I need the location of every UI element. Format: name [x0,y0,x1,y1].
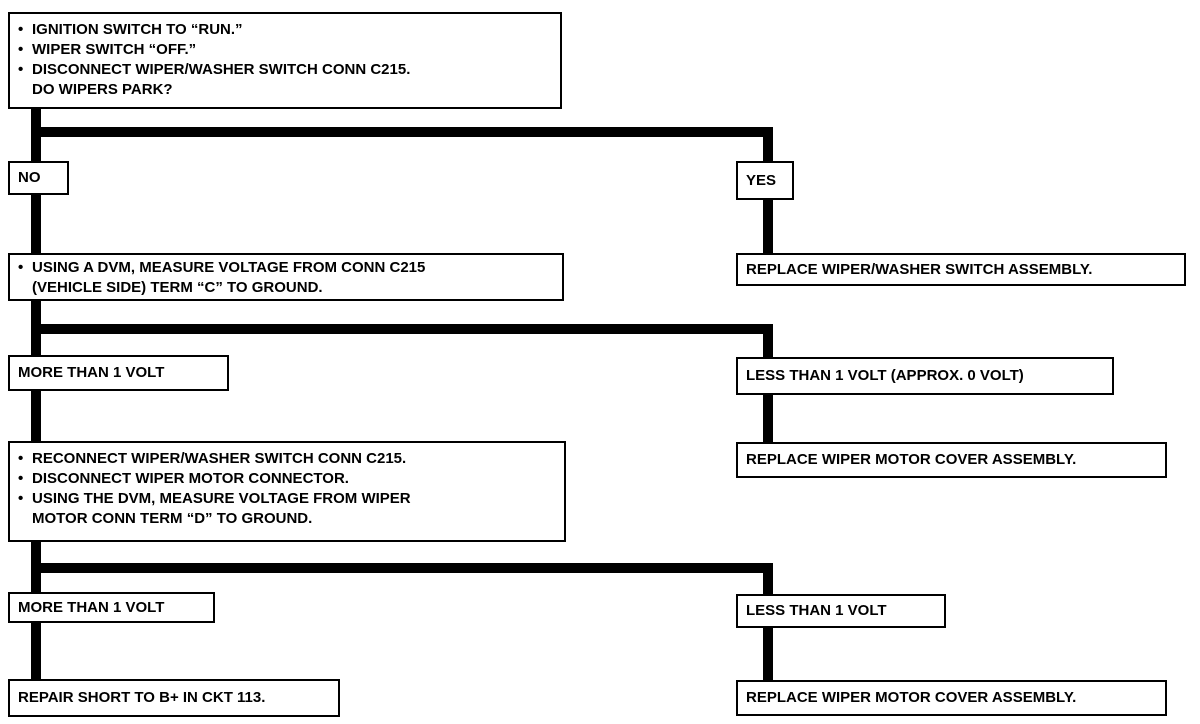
replace-cover-label: REPLACE WIPER MOTOR COVER ASSEMBLY. [746,689,1077,706]
answer-yes-label: YES [746,171,777,189]
result-more-than-1-volt-box-2: MORE THAN 1 VOLT [8,592,215,623]
step-text: (VEHICLE SIDE) TERM “C” TO GROUND. [32,279,323,296]
step-question: DO WIPERS PARK? [32,81,173,98]
bullet: • [18,490,24,507]
step-text: USING THE DVM, MEASURE VOLTAGE FROM WIPE… [32,490,411,507]
repair-short-label: REPAIR SHORT TO B+ IN CKT 113. [18,689,266,706]
connector-yes-to-replace [763,198,773,253]
step-measure-motor-box: • RECONNECT WIPER/WASHER SWITCH CONN C215… [8,441,566,542]
repair-short-box: REPAIR SHORT TO B+ IN CKT 113. [8,679,340,717]
result-more-label: MORE THAN 1 VOLT [18,598,165,616]
connector-branch3-horizontal [31,563,773,573]
connector-no-to-s2 [31,193,41,255]
result-less-than-1-volt-box: LESS THAN 1 VOLT (APPROX. 0 VOLT) [736,357,1114,395]
connector-less2-up [763,563,773,595]
step-ignition-check-box: • IGNITION SWITCH TO “RUN.” • WIPER SWITCH… [8,12,562,109]
replace-cover-label: REPLACE WIPER MOTOR COVER ASSEMBLY. [746,451,1077,468]
replace-cover-box-2: REPLACE WIPER MOTOR COVER ASSEMBLY. [736,680,1167,716]
replace-cover-box-1: REPLACE WIPER MOTOR COVER ASSEMBLY. [736,442,1167,478]
connector-s1-down [31,108,41,166]
answer-no-box: NO [8,161,69,195]
step-text: WIPER SWITCH “OFF.” [32,41,197,58]
bullet: • [18,259,24,276]
connector-more2-to-repair [31,622,41,680]
result-more-than-1-volt-box: MORE THAN 1 VOLT [8,355,229,391]
connector-branch2-horizontal [31,324,773,334]
step-text: DISCONNECT WIPER MOTOR CONNECTOR. [32,470,349,487]
connector-less1-up [763,324,773,357]
connector-less1-to-replace [763,394,773,444]
bullet: • [18,450,24,467]
connector-more1-to-s3 [31,389,41,442]
replace-switch-label: REPLACE WIPER/WASHER SWITCH ASSEMBLY. [746,260,1093,278]
step-text: DISCONNECT WIPER/WASHER SWITCH CONN C215… [32,61,411,78]
answer-no-label: NO [18,169,41,186]
connector-yes-up [763,127,773,161]
result-less-label: LESS THAN 1 VOLT [746,602,887,619]
replace-switch-box: REPLACE WIPER/WASHER SWITCH ASSEMBLY. [736,253,1186,286]
step-text: MOTOR CONN TERM “D” TO GROUND. [32,510,313,527]
bullet: • [18,41,24,58]
result-more-label: MORE THAN 1 VOLT [18,364,165,381]
answer-yes-box: YES [736,161,794,200]
bullet: • [18,21,24,38]
step-text: IGNITION SWITCH TO “RUN.” [32,21,243,38]
step-text: USING A DVM, MEASURE VOLTAGE FROM CONN C… [32,259,426,276]
bullet: • [18,470,24,487]
connector-branch1-horizontal [31,127,773,137]
connector-less2-to-replace [763,626,773,682]
result-less-label: LESS THAN 1 VOLT (APPROX. 0 VOLT) [746,367,1024,384]
result-less-than-1-volt-box-2: LESS THAN 1 VOLT [736,594,946,628]
step-text: RECONNECT WIPER/WASHER SWITCH CONN C215. [32,450,407,467]
bullet: • [18,61,24,78]
step-measure-c215-box: • USING A DVM, MEASURE VOLTAGE FROM CONN … [8,253,564,301]
